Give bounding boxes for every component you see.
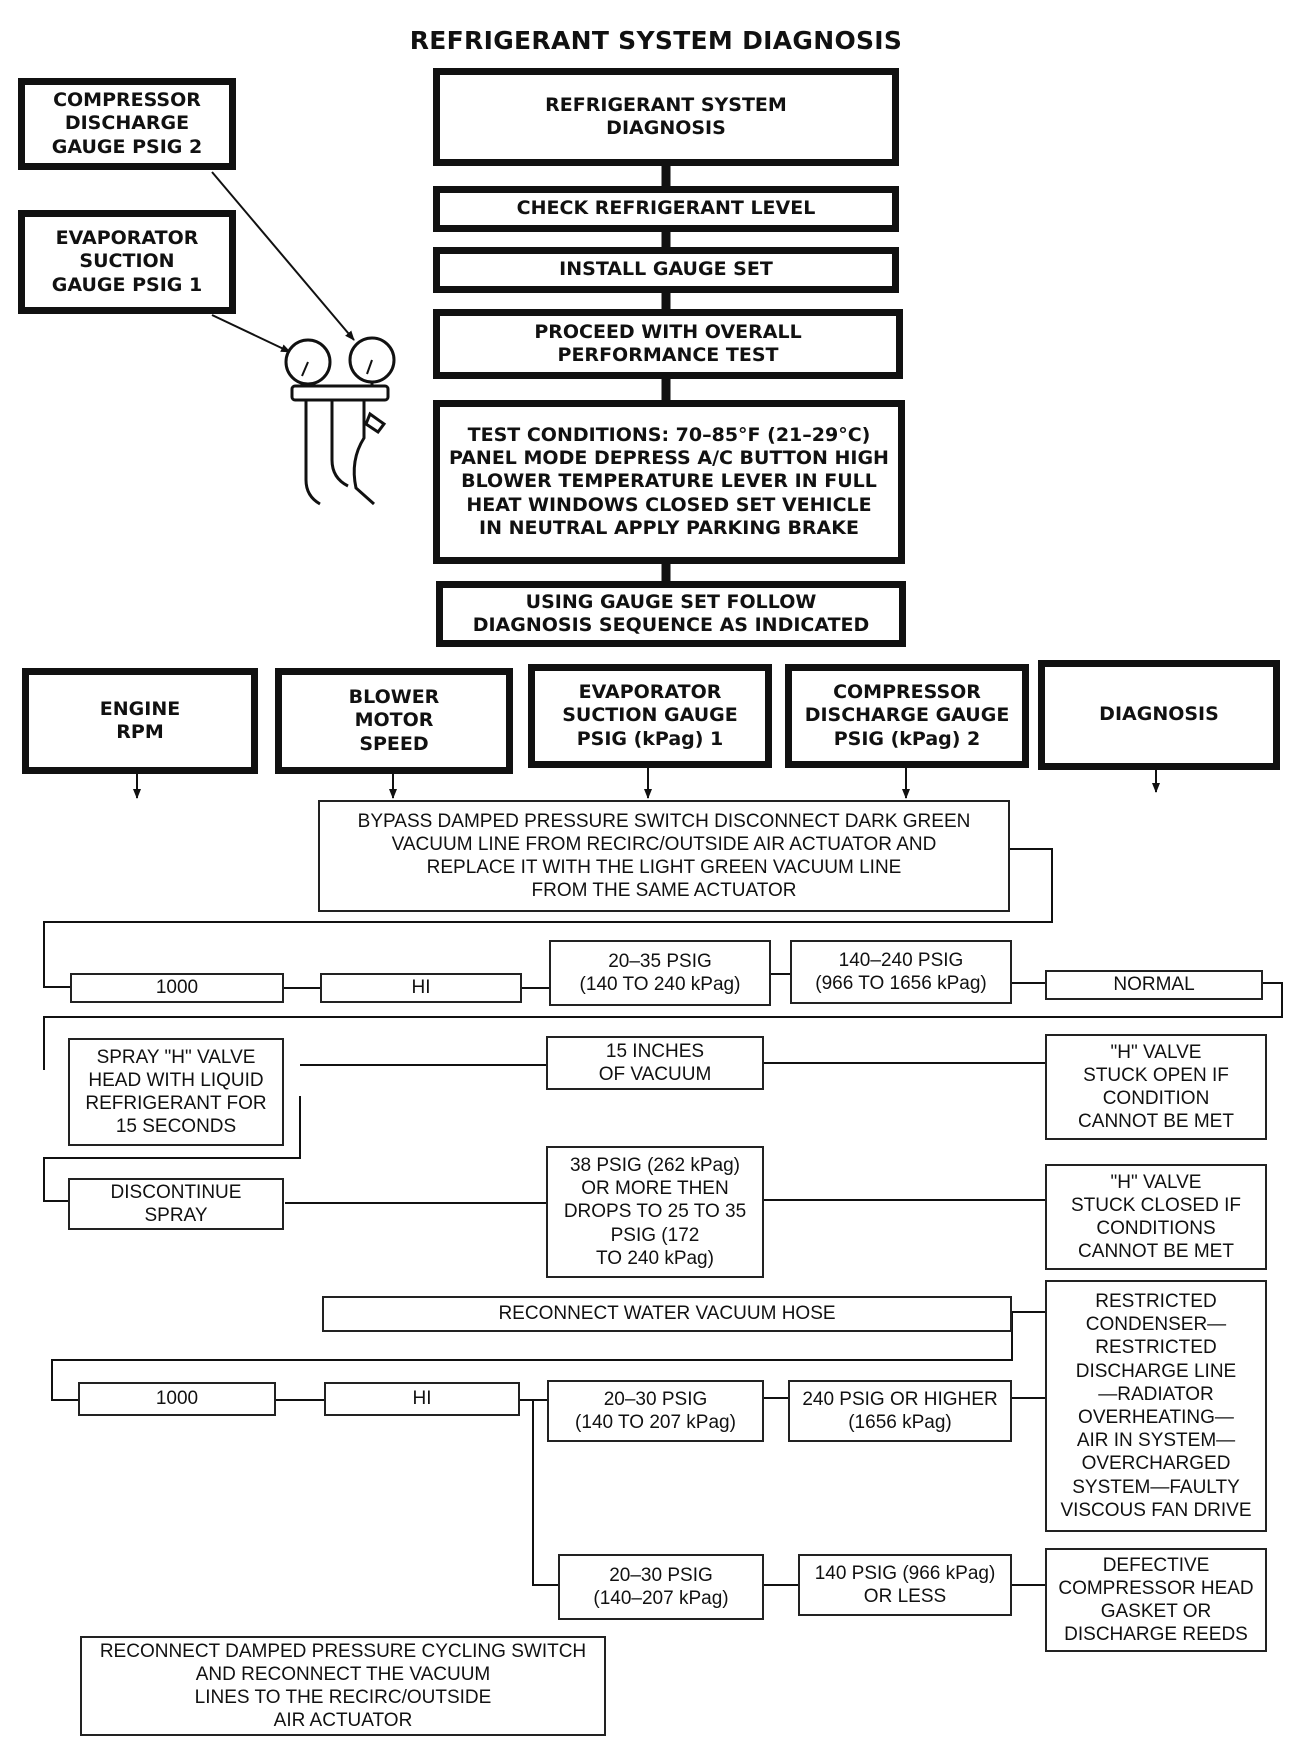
stuck-closed-diagnosis: "H" VALVE STUCK CLOSED IF CONDITIONS CAN… — [1045, 1164, 1267, 1270]
reconnect-hose-step: RECONNECT WATER VACUUM HOSE — [322, 1296, 1012, 1332]
step-performance-test: PROCEED WITH OVERALL PERFORMANCE TEST — [433, 309, 903, 379]
row2-blower-speed: HI — [324, 1382, 520, 1416]
restriction-diagnosis: RESTRICTED CONDENSER— RESTRICTED DISCHAR… — [1045, 1280, 1267, 1532]
gauge-set-illustration — [284, 336, 396, 506]
column-diagnosis: DIAGNOSIS — [1038, 660, 1280, 770]
row1-engine-rpm: 1000 — [70, 973, 284, 1003]
row1-suction-reading: 20–35 PSIG (140 TO 240 kPag) — [549, 940, 771, 1006]
stuck-open-diagnosis: "H" VALVE STUCK OPEN IF CONDITION CANNOT… — [1045, 1034, 1267, 1140]
bypass-instruction: BYPASS DAMPED PRESSURE SWITCH DISCONNECT… — [318, 800, 1010, 912]
step-install-gauge: INSTALL GAUGE SET — [433, 247, 899, 293]
step-follow-sequence: USING GAUGE SET FOLLOW DIAGNOSIS SEQUENC… — [436, 581, 906, 647]
step-test-conditions: TEST CONDITIONS: 70–85°F (21–29°C) PANEL… — [433, 400, 905, 564]
column-discharge-gauge: COMPRESSOR DISCHARGE GAUGE PSIG (kPag) 2 — [785, 664, 1029, 768]
step-start: REFRIGERANT SYSTEM DIAGNOSIS — [433, 68, 899, 166]
step-check-level: CHECK REFRIGERANT LEVEL — [433, 186, 899, 232]
column-suction-gauge: EVAPORATOR SUCTION GAUGE PSIG (kPag) 1 — [528, 664, 772, 768]
defective-compressor-diagnosis: DEFECTIVE COMPRESSOR HEAD GASKET OR DISC… — [1045, 1548, 1267, 1652]
row1-discharge-reading: 140–240 PSIG (966 TO 1656 kPag) — [790, 940, 1012, 1004]
spray-h-valve-step: SPRAY "H" VALVE HEAD WITH LIQUID REFRIGE… — [68, 1038, 284, 1146]
suction-gauge-callout: EVAPORATOR SUCTION GAUGE PSIG 1 — [18, 210, 236, 314]
discontinue-spray-step: DISCONTINUE SPRAY — [68, 1178, 284, 1230]
row2-engine-rpm: 1000 — [78, 1382, 276, 1416]
column-engine-rpm: ENGINE RPM — [22, 668, 258, 774]
row2-discharge-reading-low: 140 PSIG (966 kPag) OR LESS — [798, 1554, 1012, 1616]
page-title: REFRIGERANT SYSTEM DIAGNOSIS — [409, 26, 903, 55]
row2-suction-reading-high: 20–30 PSIG (140 TO 207 kPag) — [547, 1380, 764, 1442]
vacuum-reading: 15 INCHES OF VACUUM — [546, 1036, 764, 1090]
discharge-gauge-callout: COMPRESSOR DISCHARGE GAUGE PSIG 2 — [18, 78, 236, 170]
reconnect-final-step: RECONNECT DAMPED PRESSURE CYCLING SWITCH… — [80, 1636, 606, 1736]
row1-blower-speed: HI — [320, 973, 522, 1003]
row1-diagnosis: NORMAL — [1045, 970, 1263, 1000]
column-blower-speed: BLOWER MOTOR SPEED — [275, 668, 513, 774]
row2-suction-reading-low: 20–30 PSIG (140–207 kPag) — [558, 1554, 764, 1620]
row2-discharge-reading-high: 240 PSIG OR HIGHER (1656 kPag) — [788, 1380, 1012, 1442]
pressure-drop-reading: 38 PSIG (262 kPag) OR MORE THEN DROPS TO… — [546, 1146, 764, 1278]
